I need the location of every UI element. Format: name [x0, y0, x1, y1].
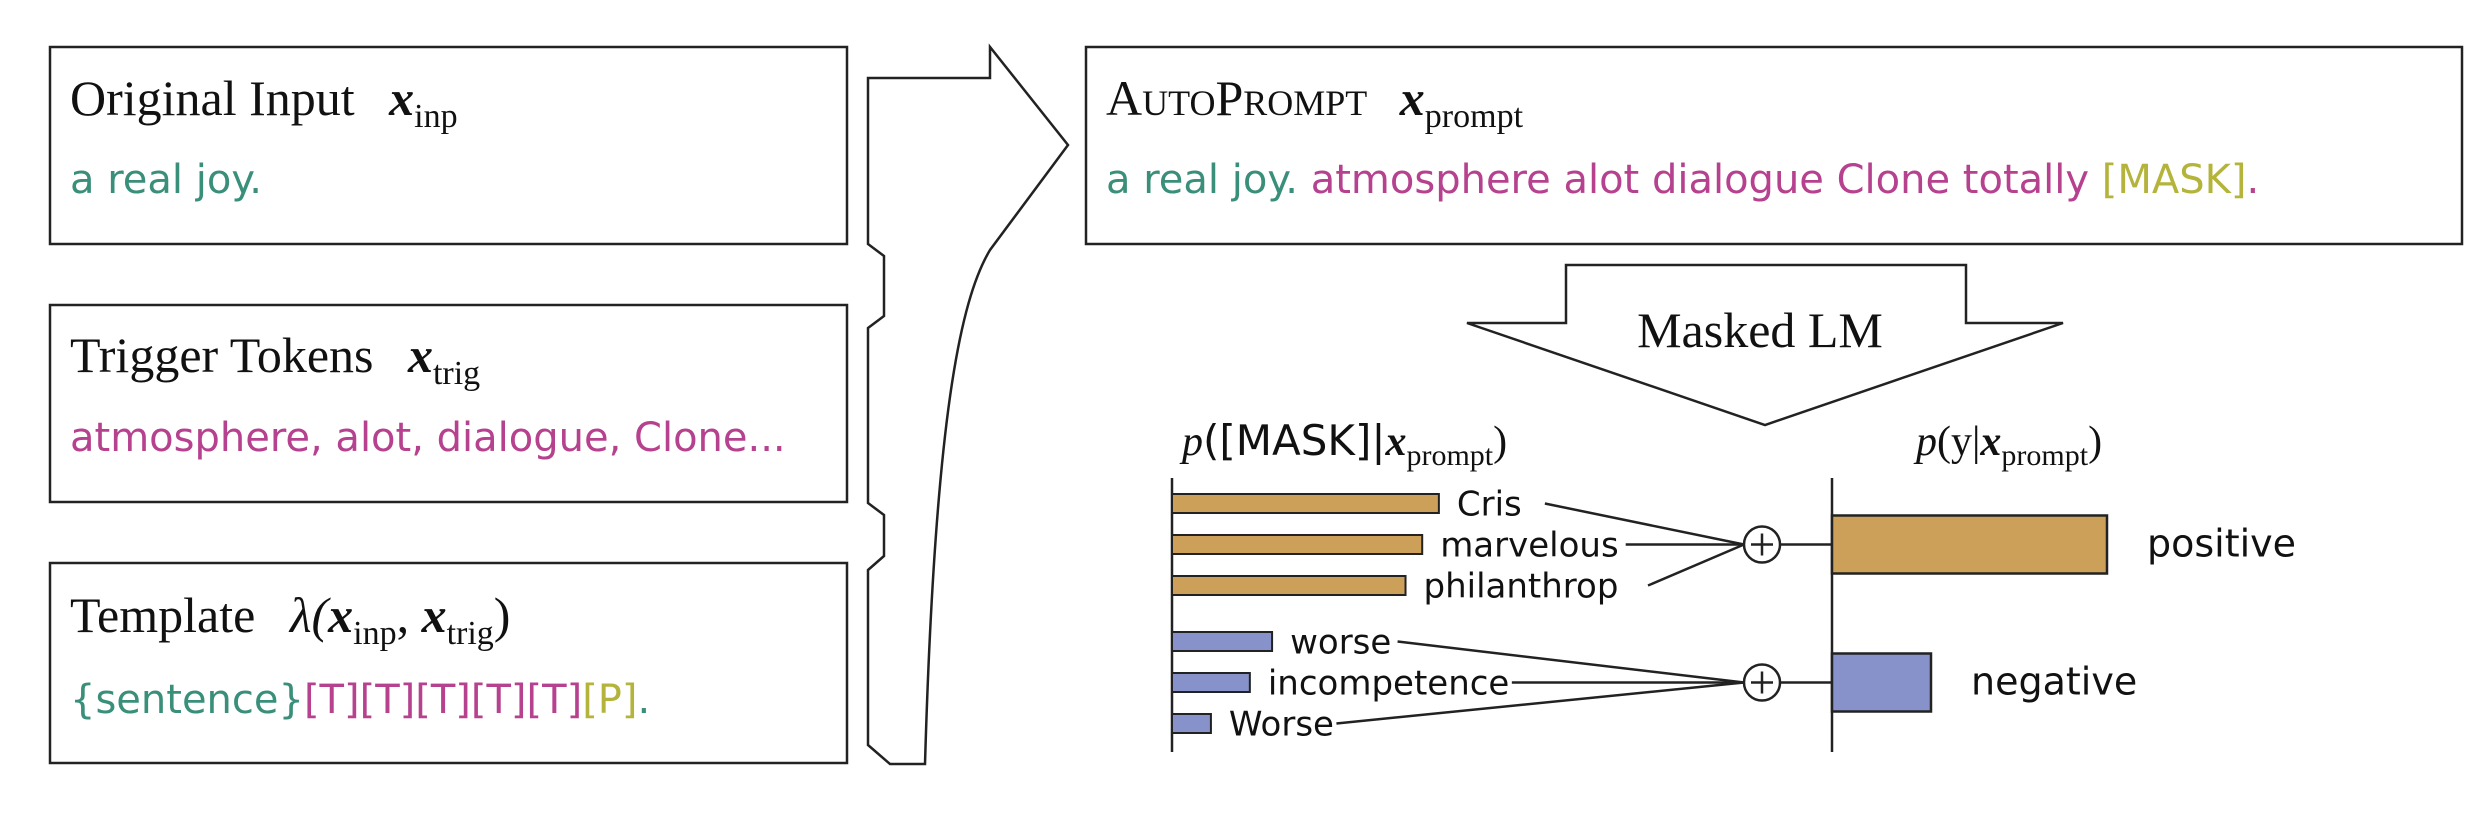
- autoprompt-box: [1084, 45, 2464, 246]
- template-box: [48, 561, 849, 765]
- class-bar: [1830, 514, 2109, 575]
- token-bar: [1171, 713, 1212, 734]
- class-label: positive: [2147, 522, 2296, 566]
- token-bar: [1171, 493, 1440, 514]
- token-connector: [1397, 640, 1745, 684]
- template-title: Template λ(xinp, xtrig): [70, 587, 510, 652]
- down-arrow-shape: [1466, 263, 2064, 427]
- original-input-box: [48, 45, 849, 246]
- token-connector: [1647, 543, 1745, 587]
- trigger-tokens-title: Trigger Tokens xtrig: [70, 327, 480, 392]
- token-label: philanthrop: [1424, 567, 1619, 607]
- template-text: {sentence}[T][T][T][T][T][P].: [70, 677, 650, 723]
- token-label: worse: [1290, 623, 1391, 663]
- autoprompt-panel: AUTOPROMPT xprompt a real joy. atmospher…: [1084, 45, 2464, 246]
- trigger-tokens-box: [48, 303, 849, 504]
- prob-class-label: p(y|xprompt): [1913, 419, 2102, 472]
- token-bar: [1171, 672, 1251, 693]
- token-label: Cris: [1457, 485, 1522, 525]
- token-label: marvelous: [1440, 526, 1618, 566]
- class-bar: [1830, 652, 1933, 713]
- original-input-title: Original Input xinp: [70, 70, 458, 135]
- token-bar: [1171, 534, 1424, 555]
- trigger-tokens-panel: Trigger Tokens xtrig atmosphere, alot, d…: [48, 303, 849, 504]
- template-panel: Template λ(xinp, xtrig) {sentence}[T][T]…: [48, 561, 849, 765]
- token-connector: [1336, 681, 1745, 725]
- combine-bracket-arrow: [866, 43, 1070, 766]
- autoprompt-text: a real joy. atmosphere alot dialogue Clo…: [1106, 157, 2259, 203]
- masked-lm-arrow: Masked LM: [1466, 263, 2064, 427]
- token-label: Worse: [1229, 705, 1334, 745]
- token-bar: [1171, 575, 1407, 596]
- trigger-tokens-text: atmosphere, alot, dialogue, Clone...: [70, 415, 786, 461]
- autoprompt-title: AUTOPROMPT xprompt: [1106, 70, 1524, 135]
- original-input-panel: Original Input xinp a real joy.: [48, 45, 849, 246]
- original-input-text: a real joy.: [70, 157, 262, 203]
- token-label: incompetence: [1268, 664, 1510, 704]
- token-bar: [1171, 631, 1274, 652]
- token-connector: [1544, 502, 1745, 546]
- class-label: negative: [1971, 660, 2137, 704]
- masked-lm-label: Masked LM: [1637, 302, 1883, 358]
- prob-mask-label: p([MASK]|xprompt): [1179, 416, 1507, 472]
